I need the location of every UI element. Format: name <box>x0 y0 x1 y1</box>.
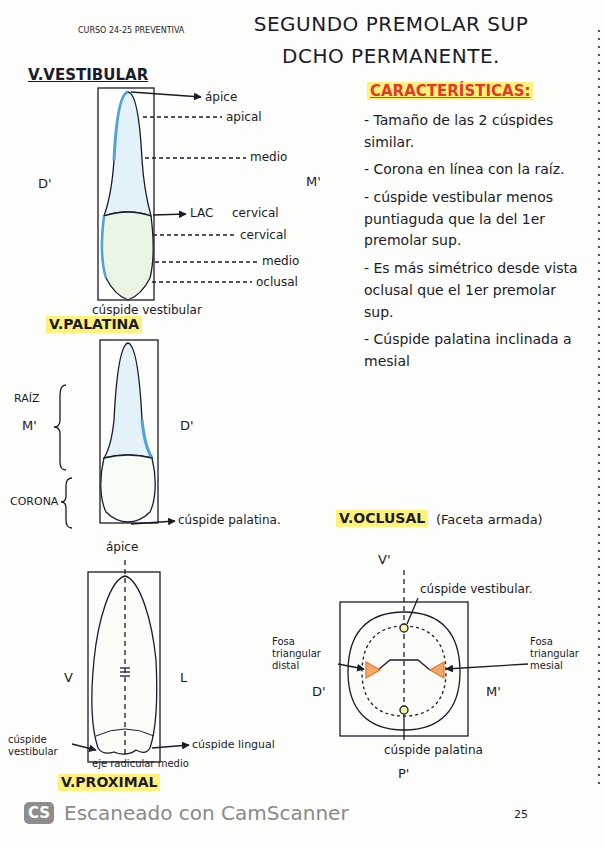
proximal-view <box>72 560 189 762</box>
feature-note: - Corona en línea con la raíz. <box>364 159 589 181</box>
bounding-box <box>88 572 160 762</box>
section-heading: V.PROXIMAL <box>58 774 160 791</box>
crown-outline <box>102 212 153 300</box>
leader-line <box>152 745 189 748</box>
part-label: eje radicular medio <box>92 758 189 770</box>
axis-tick <box>120 675 130 676</box>
part-label: V <box>64 670 73 686</box>
part-label: D' <box>180 418 194 434</box>
crown-outline <box>101 455 155 522</box>
part-label: LAC <box>190 206 213 220</box>
leader-line <box>153 214 186 215</box>
bracket <box>54 385 66 470</box>
crown-shading <box>102 216 106 278</box>
occlusal-outline <box>348 612 460 730</box>
leader-line <box>407 598 418 624</box>
cusp-tip <box>400 624 408 632</box>
page-number: 25 <box>514 808 528 821</box>
leader-line <box>145 157 246 158</box>
part-label: L <box>180 670 187 686</box>
part-label: CORONA <box>10 495 58 508</box>
axis-tick <box>120 671 130 672</box>
part-label: Fosa triangular mesial <box>530 636 596 672</box>
page-edge-dots <box>598 30 600 790</box>
scanner-watermark: Escaneado con CamScanner <box>64 801 349 825</box>
bounding-box <box>98 88 154 300</box>
root-shading <box>142 420 152 458</box>
feature-note: - cúspide vestibular menos puntiaguda qu… <box>364 187 589 252</box>
leader-line <box>131 521 175 524</box>
part-label: ápice <box>205 90 237 104</box>
part-label: V' <box>378 552 390 568</box>
part-label: cúspide lingual <box>192 738 275 751</box>
bracket <box>61 478 72 528</box>
axis-tick <box>120 667 130 668</box>
section-heading: V.OCLUSAL <box>336 510 428 527</box>
tooth-outline <box>92 576 157 754</box>
part-label: P' <box>398 766 409 782</box>
section-heading: V.PALATINA <box>46 316 142 333</box>
bounding-box <box>100 340 158 523</box>
part-label: RAÍZ <box>14 392 40 405</box>
part-label: M' <box>486 684 501 700</box>
occlusal-table <box>362 626 446 716</box>
cusp-tip <box>400 706 408 714</box>
leader-line <box>72 744 96 750</box>
leader-line <box>338 664 364 669</box>
section-heading: CARACTERÍSTICAS: <box>367 82 533 100</box>
leader-line <box>152 281 252 282</box>
leader-line <box>153 234 236 235</box>
part-label: cervical <box>232 206 279 220</box>
leader-line <box>155 261 258 262</box>
section-heading: V.VESTIBULAR <box>28 66 148 84</box>
scanner-logo: CS <box>24 802 54 824</box>
root-shading <box>114 92 128 160</box>
course-tag: CURSO 24-25 PREVENTIVA <box>78 26 184 36</box>
midline <box>403 570 404 622</box>
part-label: cúspide vestibular <box>8 734 72 758</box>
part-label: ápice <box>106 540 138 554</box>
root-axis <box>124 560 125 754</box>
part-label: cúspide palatina. <box>178 513 281 527</box>
leader-line <box>403 715 404 740</box>
leader-line <box>131 92 201 97</box>
root-outline <box>104 92 151 216</box>
leader-line <box>143 116 222 117</box>
part-label: D' <box>38 176 52 192</box>
part-label: M' <box>22 418 37 434</box>
feature-note: - Cúspide palatina inclinada a mesial <box>364 329 589 372</box>
leader-line <box>446 664 528 669</box>
part-label: cúspide vestibular. <box>420 582 533 596</box>
page-title: SEGUNDO PREMOLAR SUP DCHO PERMANENTE. <box>238 8 544 72</box>
part-label: oclusal <box>256 275 298 289</box>
triangular-fossa <box>366 662 380 678</box>
part-label: medio <box>262 254 299 268</box>
part-label: Fosa triangular distal <box>272 636 336 672</box>
part-label: M' <box>306 174 321 190</box>
part-label: D' <box>312 684 326 700</box>
root-outline <box>104 343 152 458</box>
palatal-view <box>54 340 175 528</box>
part-label: cervical <box>240 228 287 242</box>
part-label: apical <box>226 110 262 124</box>
part-label: medio <box>250 150 287 164</box>
part-label: cúspide palatina <box>384 743 483 757</box>
midline <box>403 634 404 704</box>
triangular-fossa <box>430 662 444 678</box>
part-label: (Faceta armada) <box>436 512 543 528</box>
feature-note: - Tamaño de las 2 cúspides similar. <box>364 110 589 153</box>
feature-note: - Es más simétrico desde vista oclusal q… <box>364 258 589 323</box>
